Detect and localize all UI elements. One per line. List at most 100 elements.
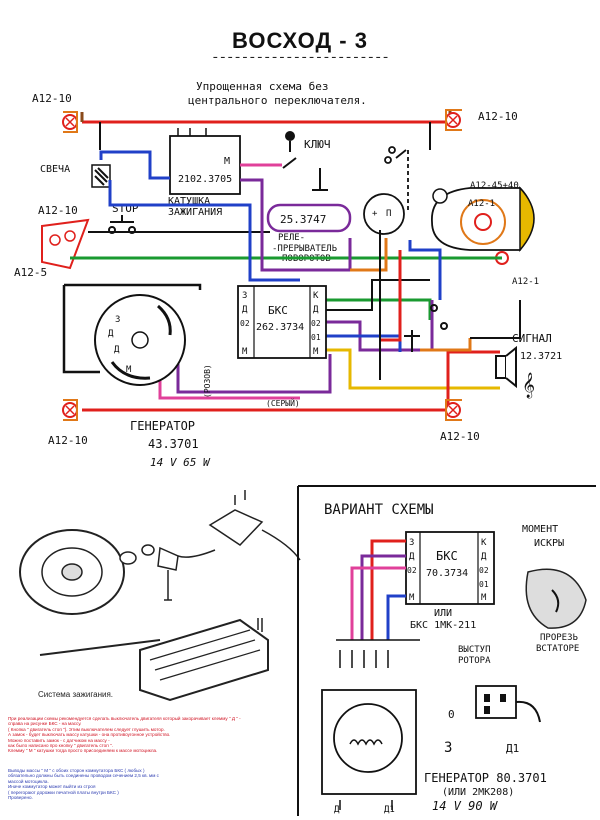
connector-pin-0: 0: [448, 708, 455, 721]
signal-model: 12.3721: [520, 351, 562, 362]
blue-note: Выводы массы " М " с обоих сторон коммут…: [8, 768, 159, 801]
variant-pin-left-1: З: [409, 538, 414, 548]
lamp-top-right: [445, 109, 462, 131]
lamp-bottom-right-label: А12-10: [440, 430, 480, 443]
bks-pin-left-2: Д: [242, 305, 248, 315]
bks-pin-right-1: К: [313, 291, 319, 301]
headlight: [431, 186, 535, 265]
moment-label-2: ИСКРЫ: [534, 538, 564, 549]
variant-gen-pin-d: Д: [334, 805, 340, 815]
wires-top: [80, 110, 452, 150]
horn-button: [404, 304, 448, 352]
bks-name: БКС: [268, 304, 288, 317]
variant-bks-name: БКС: [436, 549, 458, 563]
gen-pin-z: З: [115, 315, 120, 325]
variant-wires: [336, 539, 420, 668]
moment-label-1: МОМЕНТ: [522, 524, 558, 535]
relay-model: 25.3747: [280, 213, 326, 226]
rotor-label-1: ВЫСТУП: [458, 645, 491, 655]
slot-label-2: ВСТАТОРЕ: [536, 644, 579, 654]
variant-pin-right-2: Д: [481, 552, 487, 562]
variant-generator-label: ГЕНЕРАТОР 80.3701: [424, 771, 547, 785]
generator-stator: [94, 294, 186, 386]
variant-connector: [475, 685, 541, 723]
variant-title: ВАРИАНТ СХЕМЫ: [324, 502, 434, 518]
variant-generator-alt: (ИЛИ 2МК208): [442, 787, 514, 798]
variant-rating: 14 V 90 W: [432, 799, 499, 813]
spark-plug-label: СВЕЧА: [40, 164, 70, 175]
variant-pin-left-2: Д: [409, 552, 415, 562]
gen-pin-d2: Д: [114, 345, 120, 355]
spark-plug: [91, 150, 125, 188]
lamp-head-right-label: А12-1: [512, 277, 539, 287]
page-title: ВОСХОД - 3: [232, 28, 368, 53]
bks-model: 262.3734: [256, 322, 304, 333]
lamp-head-top-label: А12-45+40: [470, 181, 519, 191]
scheme-subtitle-2: центрального переключателя.: [188, 94, 367, 107]
generator-label: ГЕНЕРАТОР: [130, 419, 195, 433]
key-label: КЛЮЧ: [304, 138, 331, 151]
horn-icon: 𝄞: [495, 345, 535, 398]
relay-label-1: РЕЛЕ-: [278, 233, 305, 243]
bks-pin-right-5: М: [313, 347, 319, 357]
stop-switch: [108, 215, 136, 234]
gen-pin-m: М: [126, 365, 132, 375]
signal-label: СИГНАЛ: [512, 332, 552, 345]
bks-block: [237, 285, 327, 359]
coil-label-2: ЗАЖИГАНИЯ: [168, 207, 222, 218]
lamp-bottom-right: [445, 399, 462, 421]
lamp-bottom-left: [62, 399, 78, 421]
key-icon: [282, 131, 328, 191]
music-note-icon: 𝄞: [522, 372, 535, 398]
lamp-top-left: [62, 111, 78, 133]
illustration-caption: Система зажигания.: [38, 690, 114, 699]
rotor-sketch: [525, 568, 587, 629]
variant-bks-model: 70.3734: [426, 568, 468, 579]
variant-or-label: ИЛИ: [434, 608, 452, 619]
tail-lamp: [41, 218, 90, 270]
wires-main: [62, 150, 521, 412]
variant-pin-left-4: М: [409, 593, 415, 603]
variant-pin-right-4: 01: [479, 580, 489, 589]
variant-pin-left-3: 02: [407, 566, 417, 575]
bks-pin-left-3: 02: [240, 319, 250, 328]
variant-generator: [321, 689, 417, 810]
variant-gen-pin-d1: Д1: [384, 805, 395, 815]
ignition-parts-illustration: [19, 490, 301, 702]
bks-pin-right-3: 02: [311, 319, 321, 328]
variant-pin-right-3: 02: [479, 566, 489, 575]
gen-pin-d1: Д: [108, 329, 114, 339]
scheme-subtitle-1: Упрощенная схема без: [196, 80, 328, 93]
ignition-coil: [169, 128, 241, 195]
coil-model: 2102.3705: [178, 174, 232, 185]
bks-pin-left-4: М: [242, 347, 248, 357]
slot-label-1: ПРОРЕЗЬ: [540, 633, 579, 643]
relay-pin-p: П: [386, 209, 391, 219]
connector-pin-z: З: [444, 740, 452, 756]
lamp-top-right-label: А12-10: [478, 110, 518, 123]
lamp-head-inner-label: А12-1: [468, 199, 495, 209]
variant-bks-block: [405, 531, 495, 605]
coil-label-1: КАТУШКА: [168, 196, 210, 207]
generator-rating: 14 V 65 W: [150, 456, 211, 469]
connector-pin-d1: Д1: [506, 742, 519, 755]
turn-switch: [384, 146, 409, 210]
generator-model: 43.3701: [148, 437, 199, 451]
lamp-mid-left-label: А12-10: [38, 204, 78, 217]
bks-pin-right-2: Д: [313, 305, 319, 315]
variant-alt-model: БКС 1МК-211: [410, 620, 476, 631]
bks-pin-left-1: З: [242, 291, 247, 301]
wire-grey-label: (СЕРЫЙ): [266, 397, 300, 408]
variant-box: [297, 485, 596, 816]
relay-pin-plus: +: [372, 209, 378, 219]
coil-terminal: М: [224, 156, 230, 167]
relay-label-2: -ПРЕРЫВАТЕЛЬ: [272, 244, 338, 254]
turn-relay: [266, 193, 405, 235]
rotor-label-2: РОТОРА: [458, 656, 491, 666]
wire-pink-label: (РОЗОВ): [203, 364, 212, 398]
lamp-bottom-left-label: А12-10: [48, 434, 88, 447]
variant-pin-right-5: М: [481, 593, 487, 603]
lamp-top-left-label: А12-10: [32, 92, 72, 105]
variant-pin-right-1: К: [481, 538, 487, 548]
